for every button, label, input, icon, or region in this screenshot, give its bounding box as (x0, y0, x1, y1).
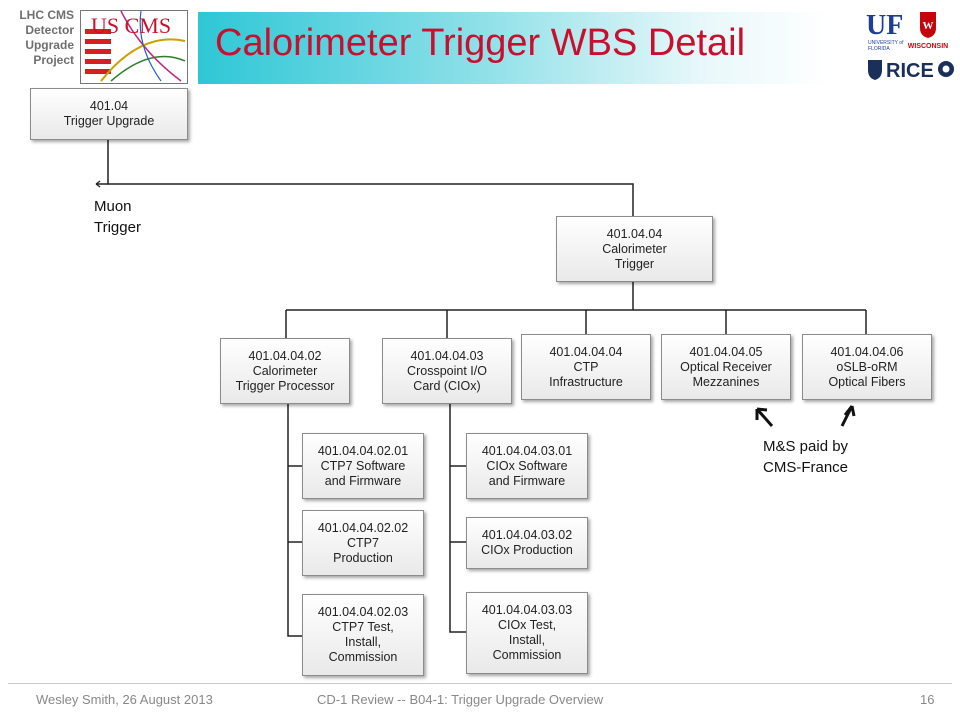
footer-title: CD-1 Review -- B04-1: Trigger Upgrade Ov… (317, 692, 604, 707)
wbs-l2-box-fibers: 401.04.04.06 oSLB-oRM Optical Fibers (802, 334, 932, 400)
svg-text:W: W (923, 20, 934, 32)
uscms-logo-graphic (81, 11, 187, 83)
arrow-right-head (843, 405, 856, 417)
wbs-l2-box-ctp: 401.04.04.02 Calorimeter Trigger Process… (220, 338, 350, 404)
connector-root-to-calo (107, 140, 634, 216)
rice-logo-text: RICE (886, 60, 934, 82)
uscms-logo: US CMS (80, 10, 188, 84)
wisconsin-logo: W WISCONSIN (906, 8, 950, 56)
wbs-l2-box-ciox: 401.04.04.03 Crosspoint I/O Card (CIOx) (382, 338, 512, 404)
footer-author: Wesley Smith, 26 August 2013 (36, 692, 213, 707)
wbs-ciox-child-3: 401.04.04.03.03 CIOx Test, Install, Comm… (466, 592, 588, 674)
page-title: Calorimeter Trigger WBS Detail (215, 22, 746, 64)
wbs-ctp-child-3: 401.04.04.02.03 CTP7 Test, Install, Comm… (302, 594, 424, 676)
footer-divider (8, 683, 952, 684)
wbs-ciox-child-2: 401.04.04.03.02 CIOx Production (466, 517, 588, 569)
wbs-l2-box-infrastructure: 401.04.04.04 CTP Infrastructure (521, 334, 651, 400)
svg-text:WISCONSIN: WISCONSIN (908, 43, 948, 50)
connector-ctp-children (287, 404, 302, 637)
funding-note: M&S paid by CMS-France (763, 438, 849, 476)
wbs-root-box: 401.04 Trigger Upgrade (30, 88, 188, 140)
muon-arrow-head (95, 180, 101, 188)
wbs-ciox-child-1: 401.04.04.03.01 CIOx Software and Firmwa… (466, 433, 588, 499)
page-number: 16 (920, 692, 935, 707)
rice-logo: RICE (866, 56, 956, 82)
muon-trigger-label: Muon Trigger (94, 198, 141, 236)
uf-logo-subtitle: UNIVERSITY of FLORIDA (868, 40, 904, 52)
connector-ciox-children (449, 404, 466, 633)
project-label: LHC CMS Detector Upgrade Project (19, 8, 74, 67)
arrow-left-head (755, 407, 768, 420)
title-band (198, 12, 830, 84)
wbs-calo-box: 401.04.04 Calorimeter Trigger (556, 216, 713, 282)
uf-logo: UF (866, 10, 904, 41)
arrow-left-shaft (755, 408, 774, 427)
uscms-logo-text: US CMS (91, 13, 172, 38)
wbs-ctp-child-2: 401.04.04.02.02 CTP7 Production (302, 510, 424, 576)
wbs-l2-box-mezzanines: 401.04.04.05 Optical Receiver Mezzanines (661, 334, 791, 400)
wbs-ctp-child-1: 401.04.04.02.01 CTP7 Software and Firmwa… (302, 433, 424, 499)
